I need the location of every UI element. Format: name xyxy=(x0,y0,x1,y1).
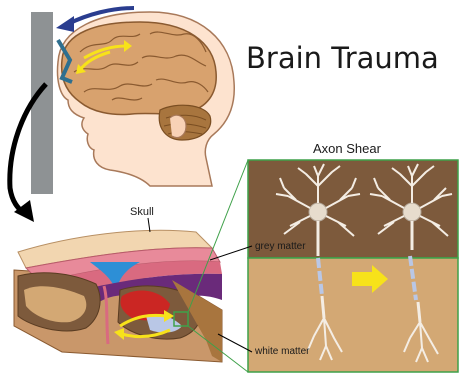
brain-cross-section xyxy=(14,230,222,362)
label-axon-shear: Axon Shear xyxy=(313,141,382,156)
axon-shear-panel xyxy=(248,160,458,372)
diagram-title: Brain Trauma xyxy=(246,41,439,75)
head-illustration xyxy=(57,12,234,186)
ear xyxy=(170,115,186,137)
label-white-matter: white matter xyxy=(254,346,310,357)
label-skull: Skull xyxy=(130,206,154,218)
label-grey-matter: grey matter xyxy=(255,241,306,252)
